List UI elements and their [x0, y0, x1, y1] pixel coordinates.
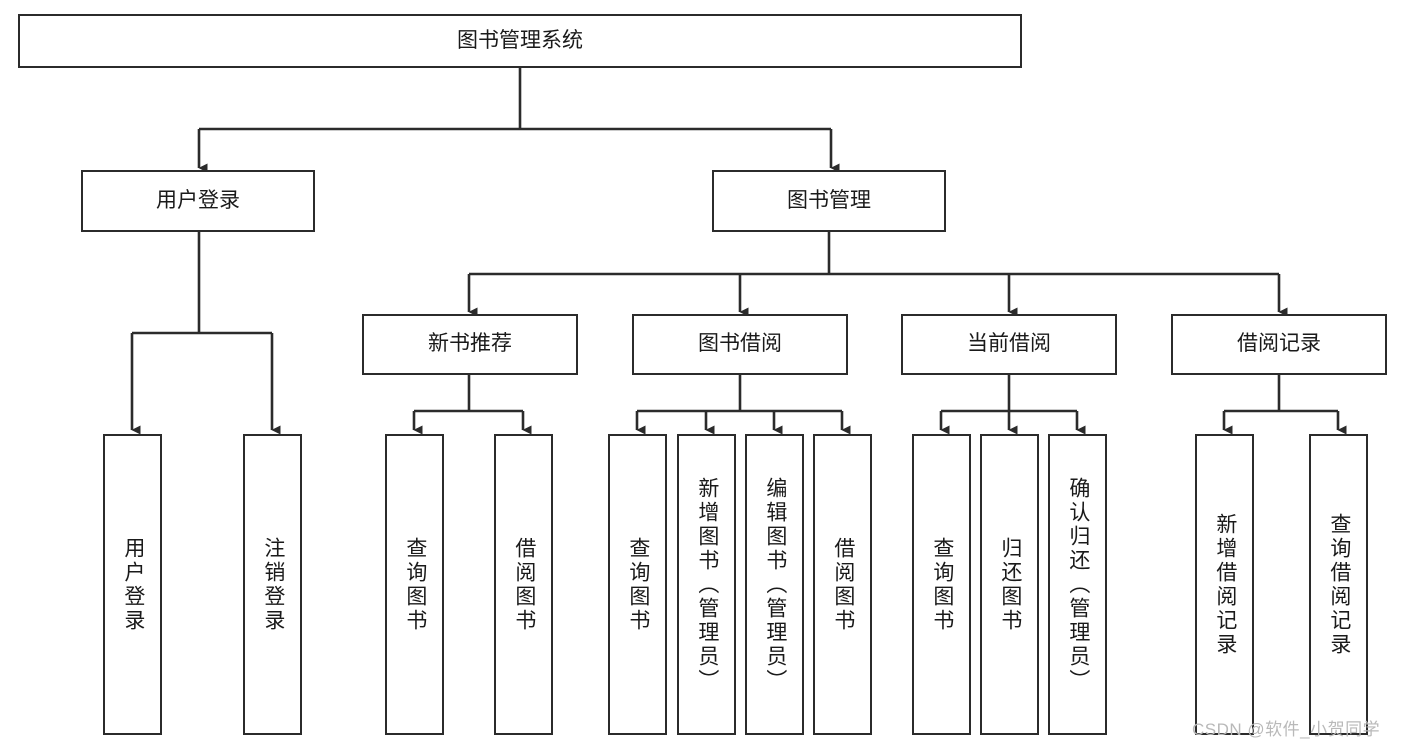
node-label: 借阅图书 — [512, 536, 536, 633]
node-root-system[interactable]: 图书管理系统 — [18, 14, 1022, 68]
node-label: 查询图书 — [403, 536, 427, 633]
node-label: 查询图书 — [626, 536, 650, 633]
node-borrow-record[interactable]: 借阅记录 — [1171, 314, 1387, 375]
node-label: 编辑图书（管理员） — [763, 476, 787, 693]
node-current-borrow[interactable]: 当前借阅 — [901, 314, 1117, 375]
node-label: 用户登录 — [121, 536, 145, 633]
leaf-query-book-borrow[interactable]: 查询图书 — [608, 434, 667, 735]
leaf-return-book[interactable]: 归还图书 — [980, 434, 1039, 735]
node-user-login[interactable]: 用户登录 — [81, 170, 315, 232]
node-label: 图书管理系统 — [457, 28, 583, 52]
node-label: 注销登录 — [261, 536, 285, 633]
leaf-user-login[interactable]: 用户登录 — [103, 434, 162, 735]
node-label: 借阅图书 — [831, 536, 855, 633]
leaf-borrow-book[interactable]: 借阅图书 — [813, 434, 872, 735]
node-book-management[interactable]: 图书管理 — [712, 170, 946, 232]
leaf-query-book-recommend[interactable]: 查询图书 — [385, 434, 444, 735]
node-label: 归还图书 — [998, 536, 1022, 633]
node-book-borrow[interactable]: 图书借阅 — [632, 314, 848, 375]
node-label: 用户登录 — [156, 188, 240, 212]
leaf-logout-login[interactable]: 注销登录 — [243, 434, 302, 735]
node-label: 查询图书 — [930, 536, 954, 633]
leaf-add-borrow-record[interactable]: 新增借阅记录 — [1195, 434, 1254, 735]
leaf-edit-book-admin[interactable]: 编辑图书（管理员） — [745, 434, 804, 735]
node-label: 图书借阅 — [698, 332, 782, 356]
node-label: 新增图书（管理员） — [695, 476, 719, 693]
node-label: 确认归还（管理员） — [1066, 476, 1090, 693]
leaf-confirm-return-admin[interactable]: 确认归还（管理员） — [1048, 434, 1107, 735]
node-label: 借阅记录 — [1237, 332, 1321, 356]
leaf-query-book-current[interactable]: 查询图书 — [912, 434, 971, 735]
node-new-book-recommend[interactable]: 新书推荐 — [362, 314, 578, 375]
node-label: 新增借阅记录 — [1213, 512, 1237, 657]
node-label: 当前借阅 — [967, 332, 1051, 356]
leaf-borrow-book-recommend[interactable]: 借阅图书 — [494, 434, 553, 735]
node-label: 图书管理 — [787, 188, 871, 212]
leaf-add-book-admin[interactable]: 新增图书（管理员） — [677, 434, 736, 735]
leaf-query-borrow-record[interactable]: 查询借阅记录 — [1309, 434, 1368, 735]
node-label: 新书推荐 — [428, 332, 512, 356]
node-label: 查询借阅记录 — [1327, 512, 1351, 657]
